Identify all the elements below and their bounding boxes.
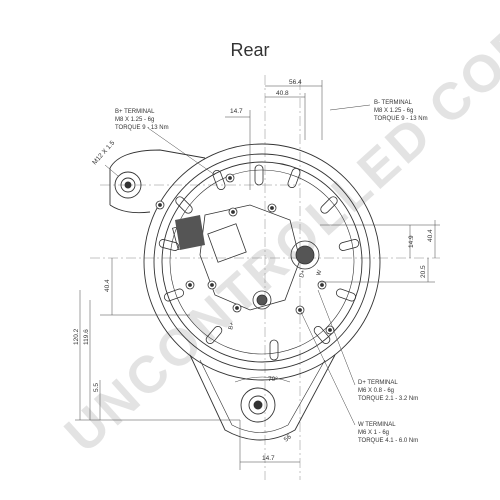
vent-slots [158, 164, 360, 361]
w-terminal-thread: M6 X 1 - 6g [358, 430, 389, 436]
view-title: Rear [230, 40, 270, 60]
terminal-notes: B+ TERMINAL M8 X 1.25 - 6g TORQUE 9 - 13… [115, 100, 428, 444]
dim-14-9: 14.9 [408, 235, 415, 248]
mark-w: W [316, 269, 323, 276]
dim-20-5: 20.5 [420, 265, 427, 278]
dim-14-7-bottom: 14.7 [262, 455, 275, 462]
dim-119-6: 119.6 [83, 329, 90, 345]
dim-angle-70: 70° [268, 375, 278, 383]
mark-d-plus: D+ [299, 269, 307, 279]
dim-40-8: 40.8 [276, 90, 289, 97]
upper-mount-boss [114, 171, 142, 199]
dim-56-4: 56.4 [289, 79, 302, 86]
d-plus-terminal-thread: M6 X 0.8 - 6g [358, 388, 394, 394]
mark-b-plus: B+ [228, 321, 236, 330]
center-lines [90, 75, 440, 480]
mount-thread-label: M12 X 1.5 [91, 139, 116, 166]
b-minus-terminal-torque: TORQUE 9 - 13 Nm [374, 116, 428, 122]
leader-lines [104, 104, 371, 426]
d-plus-terminal-torque: TORQUE 2.1 - 3.2 Nm [358, 396, 418, 402]
b-plus-terminal-thread: M8 X 1.25 - 6g [115, 117, 154, 123]
dimension-lines [75, 80, 440, 470]
housing-outline [109, 143, 381, 441]
dim-40-4-right: 40.4 [427, 229, 434, 242]
regulator-assembly [172, 204, 320, 311]
w-terminal-name: W TERMINAL [358, 422, 396, 428]
dim-120-2: 120.2 [73, 328, 80, 345]
part-marks: B+ D+ W [228, 269, 323, 331]
b-minus-terminal-thread: M8 X 1.25 - 6g [374, 108, 413, 114]
dim-56-bottom: 56 [283, 433, 293, 443]
b-minus-terminal-name: B- TERMINAL [374, 100, 413, 106]
dim-40-4-left: 40.4 [104, 279, 111, 292]
d-plus-terminal-name: D+ TERMINAL [358, 380, 398, 386]
b-plus-terminal-name: B+ TERMINAL [115, 109, 155, 115]
w-terminal-torque: TORQUE 4.1 - 6.0 Nm [358, 438, 418, 444]
dim-5-5: 5.5 [93, 383, 100, 392]
lower-mount-boss [240, 387, 276, 423]
dim-14-7-top: 14.7 [230, 108, 243, 115]
bolts [155, 173, 335, 335]
b-plus-terminal-torque: TORQUE 9 - 13 Nm [115, 125, 169, 131]
